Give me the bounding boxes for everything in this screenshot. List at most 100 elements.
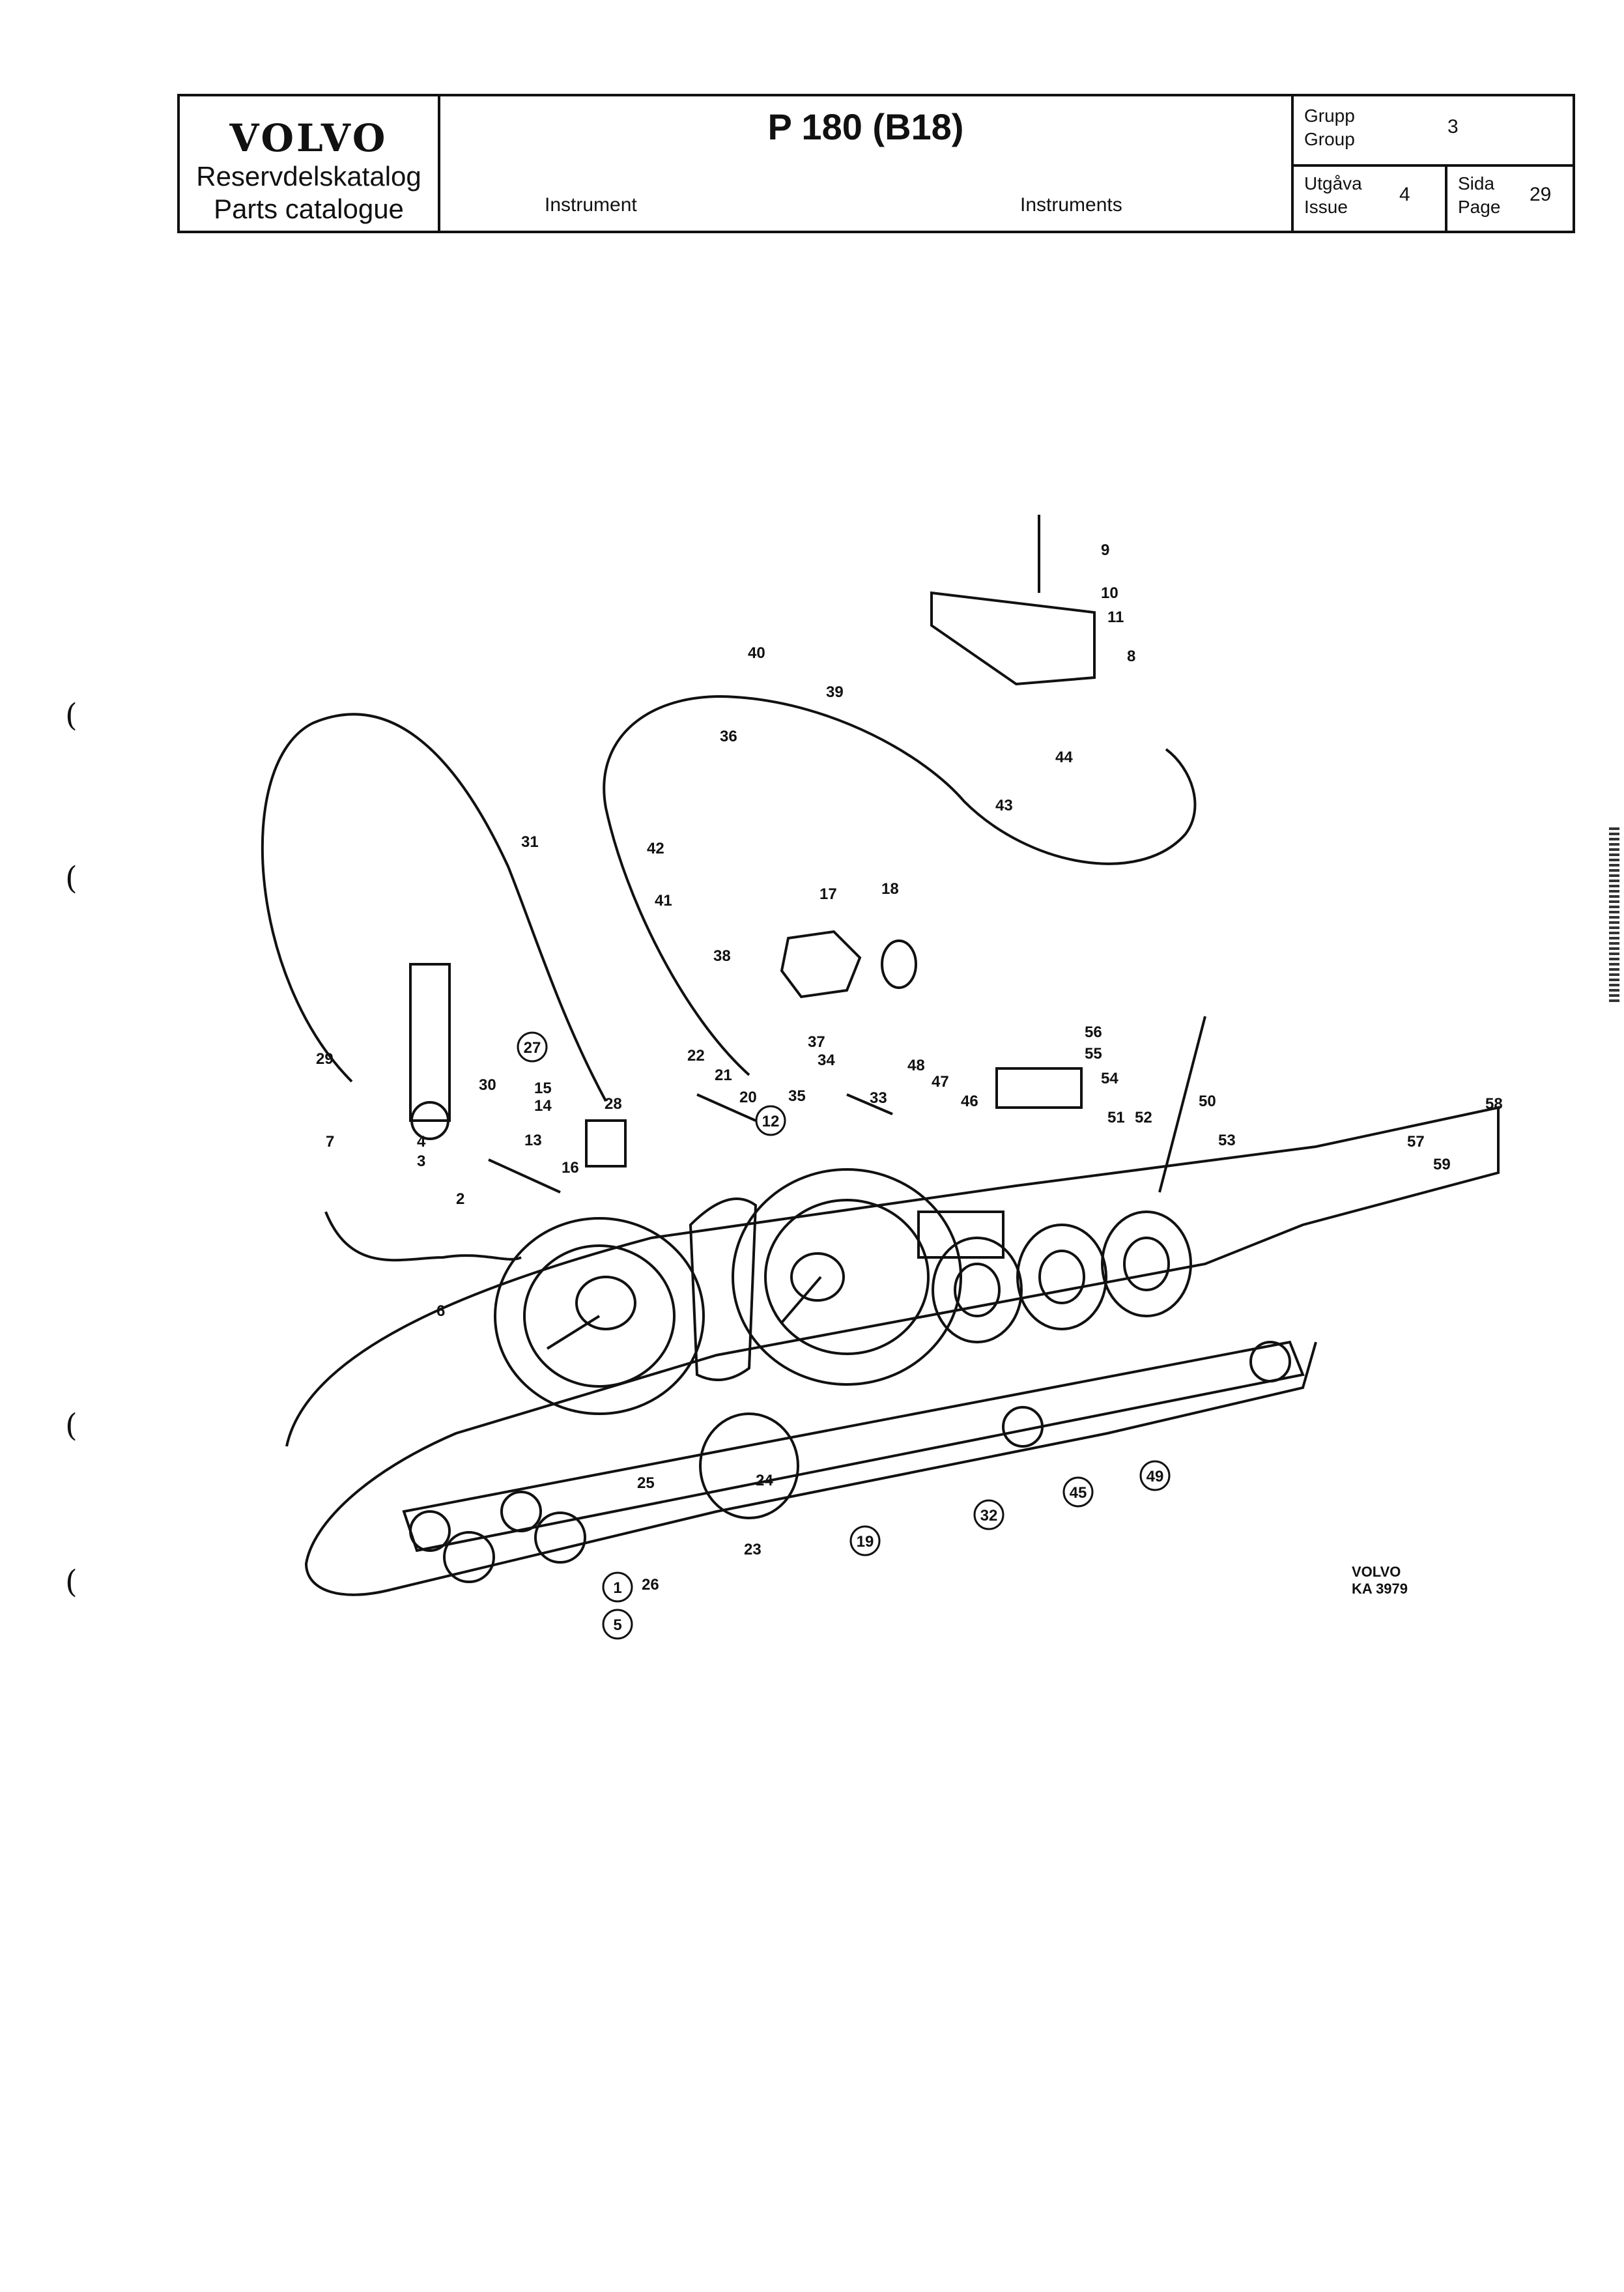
clock-opening [699, 1412, 799, 1519]
part-label: 39 [826, 683, 844, 701]
bulb-holder [696, 1093, 756, 1122]
small-gauge [932, 1237, 1023, 1343]
part-label: 37 [808, 1033, 825, 1051]
part-label: 41 [655, 892, 672, 910]
knob [534, 1511, 586, 1564]
part-label: 17 [819, 885, 837, 903]
lamp-wire [324, 1211, 522, 1262]
part-label: 30 [479, 1076, 496, 1094]
part-label: 35 [788, 1087, 806, 1105]
part-label: 50 [1199, 1093, 1216, 1110]
part-label: 34 [818, 1052, 835, 1069]
part-label: 16 [562, 1159, 579, 1177]
part-label: 40 [748, 644, 765, 662]
issue-label-sv: Utgåva [1304, 173, 1362, 193]
bulb-holder [488, 1158, 561, 1194]
part-label: 52 [1135, 1109, 1152, 1126]
part-label: 46 [961, 1093, 978, 1110]
part-label: 24 [756, 1472, 773, 1489]
knob [443, 1531, 495, 1583]
part-label: 38 [713, 947, 731, 965]
part-label: 6 [436, 1302, 445, 1320]
part-label: 44 [1055, 749, 1073, 766]
section-title-en: Instruments [1020, 194, 1122, 216]
section-title-sv: Instrument [545, 194, 637, 216]
clip-bracket [995, 1067, 1083, 1109]
part-label: 20 [739, 1089, 757, 1106]
part-label: 13 [524, 1132, 542, 1149]
part-label: 54 [1101, 1070, 1118, 1087]
info-row-divider [1294, 164, 1573, 167]
part-label: 21 [715, 1067, 732, 1084]
header-box: VOLVO Reservdelskatalog Parts catalogue … [177, 94, 1575, 233]
part-label: 58 [1485, 1095, 1503, 1113]
part-label: 14 [534, 1097, 552, 1115]
circled-label: 45 [1070, 1484, 1087, 1502]
circled-labels: 1 5 12 19 27 32 45 49 [517, 1031, 1171, 1640]
speedometer [732, 1168, 962, 1386]
part-label: 47 [932, 1073, 949, 1091]
part-label: 7 [326, 1133, 334, 1151]
binding-mark: ( [65, 1407, 78, 1444]
part-label: 18 [881, 880, 899, 898]
circled-label: 1 [613, 1579, 621, 1597]
angle-drive [409, 963, 451, 1122]
part-label: 22 [687, 1047, 705, 1065]
part-label: 31 [521, 833, 539, 851]
part-label: 25 [637, 1474, 655, 1492]
group-label-sv: Grupp [1304, 106, 1355, 126]
knob [409, 1510, 451, 1552]
part-labels: 2 3 4 6 7 8 9 10 11 13 14 15 16 17 18 20… [316, 541, 1503, 1594]
knob [1002, 1406, 1044, 1448]
tachometer [494, 1217, 705, 1415]
circled-label: 27 [524, 1039, 541, 1057]
part-label: 9 [1101, 541, 1109, 559]
part-label: 33 [870, 1089, 887, 1107]
dashboard-lower-edge [390, 1341, 1317, 1591]
binding-mark: ( [65, 697, 78, 734]
part-label: 3 [417, 1153, 425, 1170]
choke-cable [1158, 1016, 1206, 1193]
small-gauge [1101, 1210, 1192, 1317]
binding-mark: ( [65, 860, 78, 896]
part-label: 42 [647, 840, 664, 857]
issue-value: 4 [1399, 184, 1410, 205]
reference-brand: VOLVO [1352, 1564, 1401, 1580]
info-col-divider [1445, 164, 1447, 231]
group-value: 3 [1447, 116, 1459, 137]
nut [780, 930, 862, 999]
circled-label: 12 [762, 1113, 780, 1130]
part-label: 11 [1107, 609, 1124, 626]
dashboard-body [285, 1106, 1500, 1596]
part-label: 51 [1107, 1109, 1125, 1126]
part-label: 55 [1085, 1045, 1102, 1063]
part-label: 4 [417, 1133, 426, 1151]
brand-logo: VOLVO [229, 116, 388, 160]
model-title: P 180 (B18) [767, 106, 964, 147]
binding-mark: ( [65, 1564, 78, 1600]
page-label-sv: Sida [1458, 173, 1495, 193]
part-label: 29 [316, 1050, 334, 1068]
bulb-holder [846, 1093, 893, 1115]
combination-gauge [689, 1197, 758, 1381]
part-label: 8 [1127, 648, 1135, 665]
circled-label: 19 [857, 1533, 874, 1551]
part-label: 56 [1085, 1024, 1102, 1041]
circled-label: 5 [613, 1616, 621, 1634]
part-label: 28 [605, 1095, 622, 1113]
clip-bracket [917, 1210, 1004, 1259]
washer [881, 939, 917, 989]
tachometer-cable [603, 695, 1197, 1076]
part-label: 36 [720, 728, 737, 745]
group-label-en: Group [1304, 129, 1355, 149]
knob [500, 1491, 542, 1532]
part-label: 59 [1433, 1156, 1451, 1173]
issue-label-en: Issue [1304, 197, 1348, 217]
reference-code: KA 3979 [1352, 1581, 1408, 1597]
small-gauge [1016, 1224, 1107, 1330]
title-cell: P 180 (B18) Instrument Instruments [440, 96, 1294, 231]
catalog-title-en: Parts catalogue [214, 193, 404, 224]
part-label: 15 [534, 1080, 552, 1097]
circled-label: 32 [980, 1507, 998, 1525]
